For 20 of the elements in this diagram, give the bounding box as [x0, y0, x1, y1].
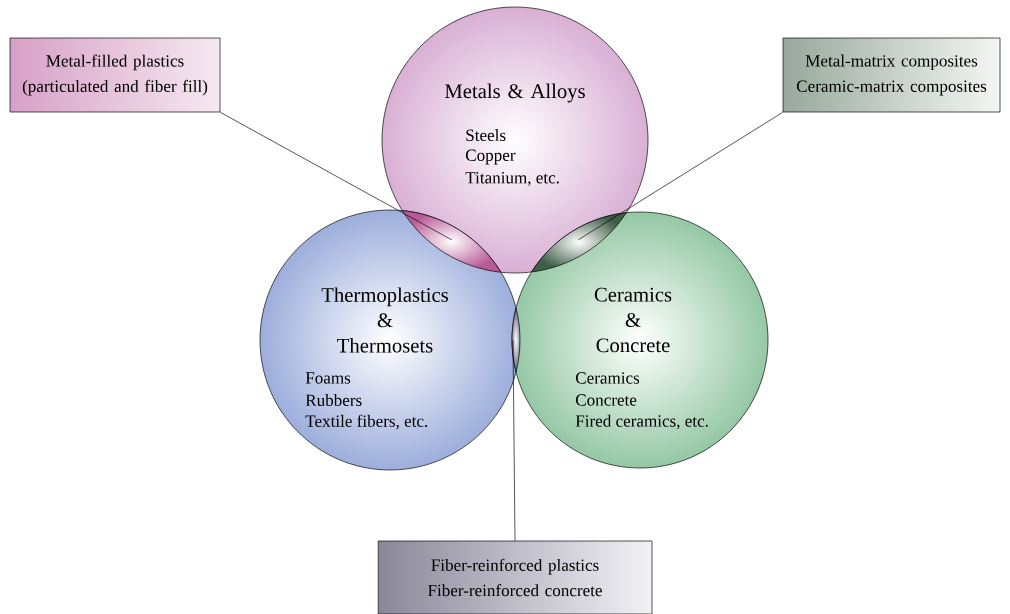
leader-line	[577, 112, 783, 241]
label-box: Metal-matrix composites Ceramic-matrix composites	[782, 37, 1001, 113]
list-item: Foams	[305, 372, 351, 384]
list-item: Steels	[466, 129, 506, 141]
overlap-region	[511, 307, 521, 373]
label-box: Fiber-reinforced plastics Fiber-reinforced concrete	[377, 540, 653, 614]
heading: Ceramics & Concrete	[594, 287, 672, 353]
list-item: Copper	[465, 149, 516, 165]
label-box: Metal-filled plastics (particulated and fiber fill)	[9, 37, 221, 113]
list-item: Ceramics	[575, 372, 640, 384]
list-item: Fired ceramics, etc.	[575, 414, 708, 430]
list-item: Concrete	[575, 394, 637, 406]
list-item: Rubbers	[305, 394, 362, 406]
leader-line	[512, 339, 516, 541]
heading: Metals & Alloys	[445, 83, 585, 103]
list-item: Textile fibers, etc.	[305, 414, 428, 430]
list-item: Titanium, etc.	[465, 172, 559, 186]
overlap-region	[531, 212, 627, 273]
overlap-region	[401, 210, 502, 273]
heading: Thermoplastics & Thermosets	[321, 287, 448, 353]
